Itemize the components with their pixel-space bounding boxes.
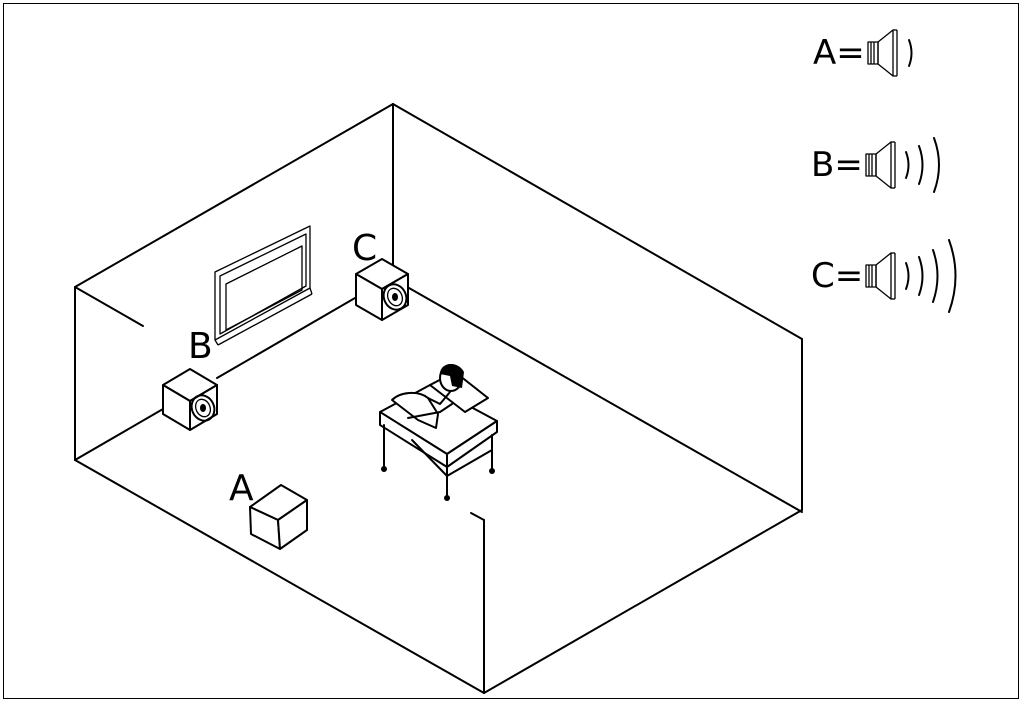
speaker-icon (865, 141, 896, 189)
sound-wave-2 (918, 256, 924, 296)
listener-in-chair (379, 363, 498, 501)
sound-wave-1 (905, 151, 910, 179)
sound-wave-2 (918, 145, 924, 185)
legend-c: C= (811, 239, 957, 313)
speaker-c-label: C (352, 228, 377, 269)
sound-wave-3 (932, 249, 939, 303)
sound-wave-1 (908, 39, 913, 67)
diagram-frame (3, 3, 1019, 699)
speaker-b-label: B (188, 326, 213, 367)
speaker-b (162, 368, 218, 431)
speaker-icon (865, 252, 896, 300)
speaker-icon (867, 29, 898, 77)
sound-wave-3 (933, 137, 940, 193)
room-outline (74, 103, 803, 694)
legend-c-key: C= (811, 256, 863, 296)
legend-b: B= (811, 137, 940, 193)
legend-b-key: B= (811, 145, 863, 185)
sound-wave-1 (905, 262, 910, 290)
legend-a: A= (813, 29, 913, 77)
speaker-a (249, 484, 308, 550)
speaker-a-label: A (229, 468, 254, 509)
sound-wave-4 (948, 239, 957, 313)
legend-a-key: A= (813, 33, 865, 73)
speaker-c (355, 258, 409, 321)
tv-icon (214, 225, 313, 346)
legend: A= B= (811, 29, 957, 313)
